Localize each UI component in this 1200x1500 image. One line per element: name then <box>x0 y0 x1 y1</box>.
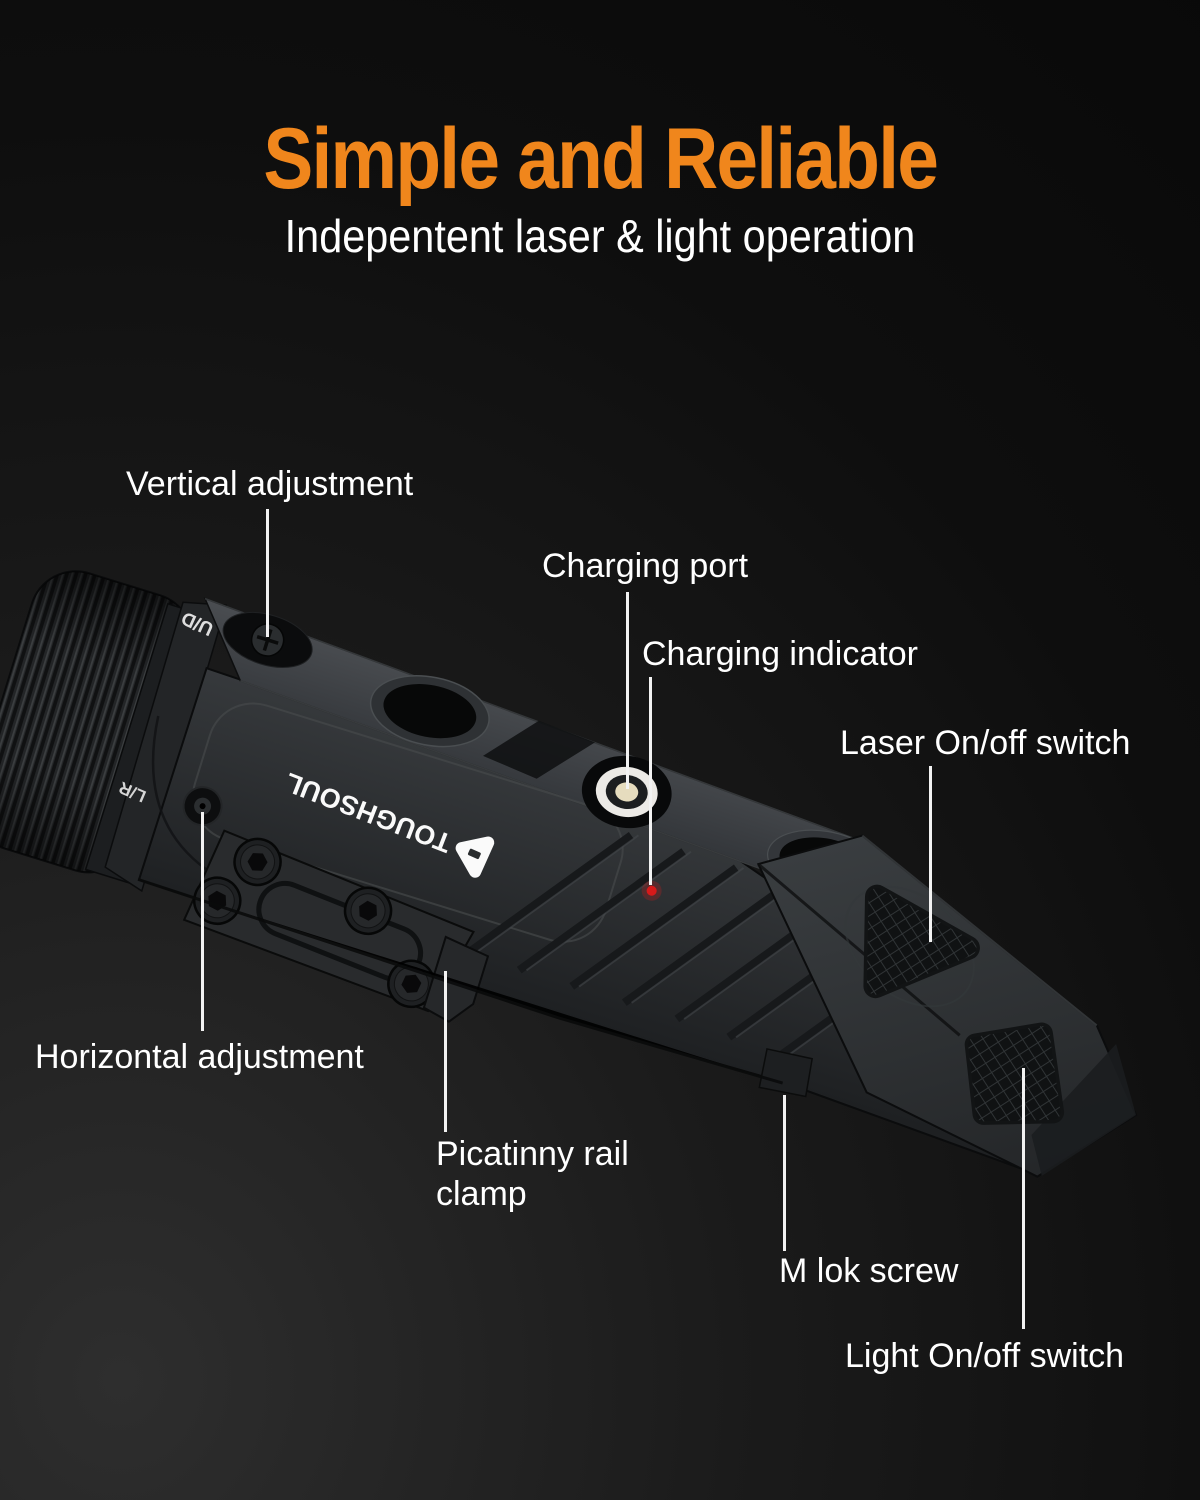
laser-switch-pad <box>863 884 980 999</box>
callout-label: Charging indicator <box>642 635 918 673</box>
leader-line-charging-port <box>626 592 629 789</box>
ridge-highlight <box>240 680 766 872</box>
horizontal-adjustment-screw <box>182 786 223 827</box>
page-subtitle: Indepentent laser & light operation <box>284 210 916 262</box>
callout-label: Horizontal adjustment <box>35 1038 364 1076</box>
leader-line-horizontal-adjustment <box>201 812 204 1031</box>
callout-horizontal-adjustment: Horizontal adjustment <box>35 1037 364 1078</box>
header: Simple and Reliable Indepentent laser & … <box>0 116 1200 260</box>
top-step-shadow <box>483 720 596 779</box>
callout-laser-switch: Laser On/off switch <box>840 723 1130 764</box>
body-grooves <box>464 831 948 1059</box>
clamp-screw <box>343 886 393 936</box>
rail-lug <box>422 935 490 1023</box>
leader-line-laser-switch <box>929 766 932 942</box>
callout-charging-port: Charging port <box>542 546 748 587</box>
front-chin-crease <box>151 715 215 876</box>
clamp-screw <box>193 876 242 925</box>
leader-line-mlok-screw <box>783 1095 786 1251</box>
callout-label: Charging port <box>542 547 749 585</box>
callout-label: Laser On/off switch <box>840 724 1131 762</box>
callout-label: M lok screw <box>779 1252 959 1290</box>
vertical-adjustment-screw <box>222 611 313 668</box>
page-title: Simple and Reliable <box>263 111 939 207</box>
leader-line-vertical-adjustment <box>266 509 269 637</box>
clamp-screw <box>233 837 282 887</box>
callout-picatinny-clamp: Picatinny rail clamp <box>436 1134 686 1214</box>
mlok-screw-tab <box>758 1048 814 1098</box>
leader-line-light-switch <box>1022 1068 1025 1329</box>
tail-section <box>756 834 1138 1178</box>
brand-logo-icon <box>455 836 495 878</box>
body-groove-highlights <box>473 834 954 1057</box>
tail-endcap <box>1031 1043 1137 1176</box>
callout-mlok-screw: M lok screw <box>779 1251 958 1292</box>
callout-label: Light On/off switch <box>845 1337 1125 1375</box>
charging-indicator-led <box>641 880 662 901</box>
logo-panel-outline <box>192 702 624 943</box>
callout-label: Vertical adjustment <box>126 465 414 503</box>
leader-line-picatinny-clamp <box>444 971 447 1132</box>
leader-line-charging-indicator <box>649 677 652 885</box>
light-switch-pad <box>964 1022 1065 1125</box>
callout-charging-indicator: Charging indicator <box>642 634 918 675</box>
mount-hole-front <box>369 675 490 748</box>
callout-vertical-adjustment: Vertical adjustment <box>126 464 413 505</box>
callout-light-switch: Light On/off switch <box>845 1336 1124 1377</box>
callout-label: Picatinny rail clamp <box>436 1135 629 1214</box>
